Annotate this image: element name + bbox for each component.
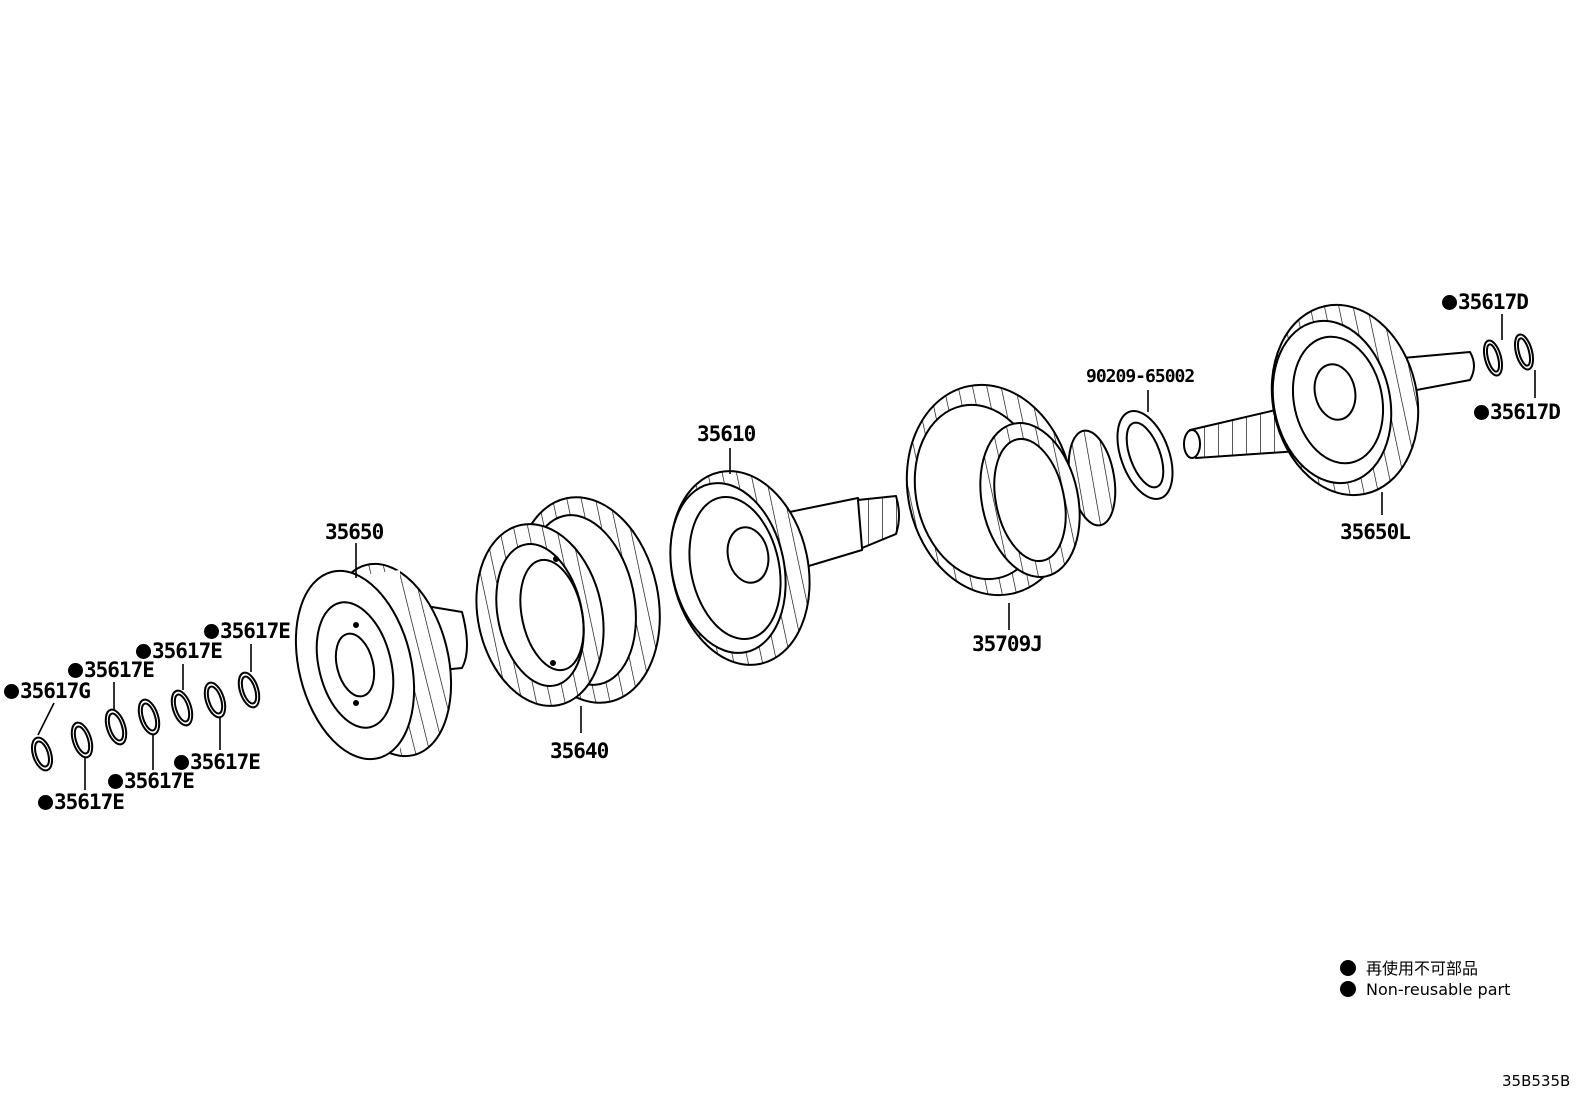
washer-90209-65002 <box>1116 410 1174 500</box>
gear-35650 <box>294 562 468 761</box>
label-35617E-2: 35617E <box>136 641 223 662</box>
label-35650L: 35650L <box>1340 520 1411 544</box>
legend-marker <box>1340 981 1356 997</box>
label-35650: 35650 <box>325 520 384 544</box>
shaft-35650L <box>1183 303 1475 497</box>
snap-ring-35617E-4 <box>170 689 194 727</box>
label-35617E-6: 35617E <box>38 792 125 813</box>
diagram-code: 35B535B <box>1502 1072 1571 1090</box>
ring-gear-35640 <box>475 496 661 707</box>
leader-lines <box>37 314 1536 790</box>
snap-ring-35617E-6 <box>237 671 261 709</box>
label-35617E-1: 35617E <box>68 660 155 681</box>
snap-ring-35617D-2 <box>1513 333 1535 371</box>
snap-ring-35617E-1 <box>70 721 94 759</box>
label-35617G: 35617G <box>4 681 91 702</box>
non-reusable-marker <box>136 644 151 659</box>
legend-japanese: 再使用不可部品 <box>1340 955 1478 979</box>
non-reusable-marker <box>1442 295 1457 310</box>
snap-ring-35617E-5 <box>203 681 227 719</box>
label-90209-65002: 90209-65002 <box>1086 366 1195 387</box>
non-reusable-marker <box>4 684 19 699</box>
label-35617E-4: 35617E <box>174 752 261 773</box>
non-reusable-marker <box>68 663 83 678</box>
drum-35610 <box>669 470 900 666</box>
non-reusable-marker <box>204 624 219 639</box>
label-35640: 35640 <box>550 739 609 763</box>
snap-ring-35617D-1 <box>1482 339 1504 377</box>
snap-ring-35617E-3 <box>137 698 161 736</box>
snap-ring-35617E-2 <box>104 708 128 746</box>
legend-marker <box>1340 960 1356 976</box>
planetary-35709J <box>905 383 1117 597</box>
legend-english: Non-reusable part <box>1340 980 1510 999</box>
snap-ring-35617G <box>30 736 54 772</box>
label-35617E-5: 35617E <box>108 771 195 792</box>
label-35617E-3: 35617E <box>204 621 291 642</box>
label-35617D-top: 35617D <box>1442 292 1529 313</box>
label-35617D-bottom: 35617D <box>1474 402 1561 423</box>
non-reusable-marker <box>108 774 123 789</box>
non-reusable-marker <box>38 795 53 810</box>
label-35610: 35610 <box>697 422 756 446</box>
non-reusable-marker <box>1474 405 1489 420</box>
label-35709J: 35709J <box>972 632 1043 656</box>
non-reusable-marker <box>174 755 189 770</box>
